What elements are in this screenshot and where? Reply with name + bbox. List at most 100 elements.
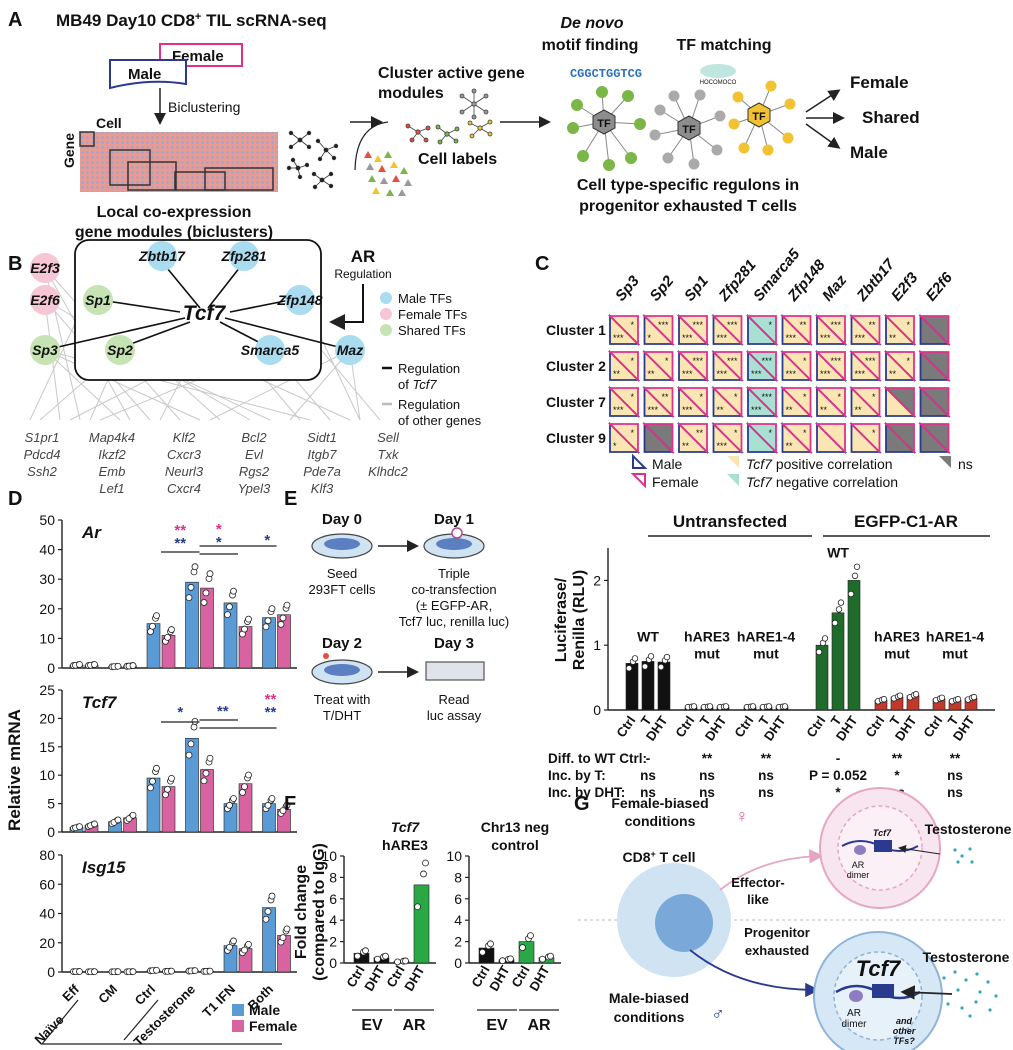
day2-label: Day 2	[322, 635, 362, 652]
significance-male: **	[889, 333, 897, 343]
data-point	[129, 968, 137, 976]
data-point	[706, 703, 714, 710]
significance-male: ***	[717, 369, 728, 379]
data-point	[853, 563, 861, 570]
effector-label: Effector-	[731, 875, 784, 890]
target-gene-label: Ypel3	[238, 481, 271, 496]
data-point	[191, 967, 199, 975]
cluster-label-2: modules	[378, 85, 444, 102]
target-gene-label: Map4k4	[89, 430, 135, 445]
female-triangle-border	[814, 351, 846, 383]
y-tick-label: 6	[454, 891, 462, 907]
data-point	[114, 816, 122, 824]
target-gene-label: Bcl2	[241, 430, 267, 445]
significance-female: **	[868, 320, 876, 330]
data-point	[422, 859, 429, 867]
data-point	[831, 619, 839, 627]
data-point	[815, 648, 823, 656]
untransfected-label: Untransfected	[673, 512, 787, 531]
female-triangle-border	[607, 315, 639, 347]
data-point	[224, 611, 231, 619]
hocomoco-logo	[700, 64, 736, 78]
x-label-naive: Naïve	[32, 1012, 67, 1047]
female-triangle-border	[918, 315, 950, 347]
male-box-label: Male	[128, 66, 161, 83]
bar	[185, 581, 199, 669]
bar	[262, 907, 276, 973]
target-gene-label: Sidt1	[307, 430, 337, 445]
x-tick-label: Ctrl	[672, 713, 697, 740]
column-header: Sp1	[681, 273, 712, 305]
y-tick-label: 20	[39, 710, 55, 726]
significance-female: ***	[865, 356, 876, 366]
column-header: Sp2	[647, 272, 678, 305]
y-tick-label: 1	[593, 637, 601, 653]
data-point	[880, 696, 888, 703]
module-network-icons	[286, 130, 339, 190]
stats-cell: ns	[699, 785, 715, 800]
data-point	[507, 955, 514, 963]
regulons-label-2: progenitor exhausted T cells	[579, 198, 797, 215]
data-point	[781, 703, 789, 710]
significance-female: **	[696, 428, 704, 438]
outcome-female: Female	[850, 73, 909, 92]
male-tcf7-label: Tcf7	[856, 956, 902, 981]
bicluster-box	[127, 161, 177, 191]
data-point	[202, 589, 210, 597]
node-tcf7-label: Tcf7	[183, 302, 227, 325]
legend-female-swatch	[232, 1020, 244, 1032]
y-tick-label: 6	[329, 891, 337, 907]
other-tfs-label: and	[896, 1016, 913, 1026]
seed-label-2: 293FT cells	[309, 582, 376, 597]
significance-male: ***	[820, 369, 831, 379]
tf-label-2: TF	[682, 124, 696, 136]
data-point	[91, 820, 98, 828]
x-label-eff: Eff	[59, 981, 82, 1004]
y-tick-label: 8	[329, 869, 337, 885]
data-point	[420, 870, 427, 878]
node-smarca5-label: Smarca5	[241, 342, 300, 358]
significance-female: *	[768, 428, 772, 438]
legend-male-label: Male	[249, 1002, 280, 1018]
significance-female: *	[906, 356, 910, 366]
data-point	[283, 925, 291, 933]
female-triangle-border	[745, 315, 777, 347]
panel-c-legend: Male Female Tcf7 positive correlation Tc…	[630, 453, 973, 490]
node-e2f3	[30, 253, 60, 283]
progenitor-label: Progenitor	[744, 925, 810, 940]
female-triangle-border	[849, 387, 881, 419]
female-triangle-border	[711, 351, 743, 383]
significance-male: ***	[751, 369, 762, 379]
sig-ar-right-blue: *	[264, 532, 270, 549]
significance-male: ***	[717, 441, 728, 451]
data-point	[625, 665, 633, 672]
target-gene-label: Emb	[99, 464, 126, 479]
data-point	[264, 908, 272, 915]
y-tick-label: 10	[39, 630, 55, 646]
panel-b-legend: Male TFs Female TFs Shared TFs Regulatio…	[380, 291, 482, 428]
female-triangle-border	[745, 387, 777, 419]
y-tick-label: 60	[39, 876, 55, 892]
data-point	[631, 655, 639, 662]
data-point	[479, 948, 486, 956]
female-triangle-border	[918, 351, 950, 383]
significance-male: *	[648, 333, 652, 343]
legend-female-tri	[630, 473, 646, 489]
hocomoco-label: HOCOMOCO	[700, 80, 737, 86]
legend-reg-other-2: of other genes	[398, 413, 482, 428]
stats-cell: ns	[947, 785, 963, 800]
female-triangle-border	[814, 423, 846, 455]
group-label-2: mut	[884, 645, 910, 661]
group-label: hARE1-4	[926, 628, 985, 644]
label-curve	[354, 121, 389, 171]
f-ylabel: Fold change	[293, 865, 310, 959]
cells-icon-day0	[324, 538, 360, 550]
x-tick-label: Ctrl	[920, 713, 945, 740]
egfp-label: EGFP-C1-AR	[854, 512, 958, 531]
female-triangle-border	[607, 351, 639, 383]
data-point	[76, 968, 83, 975]
tf-regulon-yellow	[728, 80, 796, 156]
female-triangle-border	[642, 315, 674, 347]
data-point	[641, 663, 649, 670]
